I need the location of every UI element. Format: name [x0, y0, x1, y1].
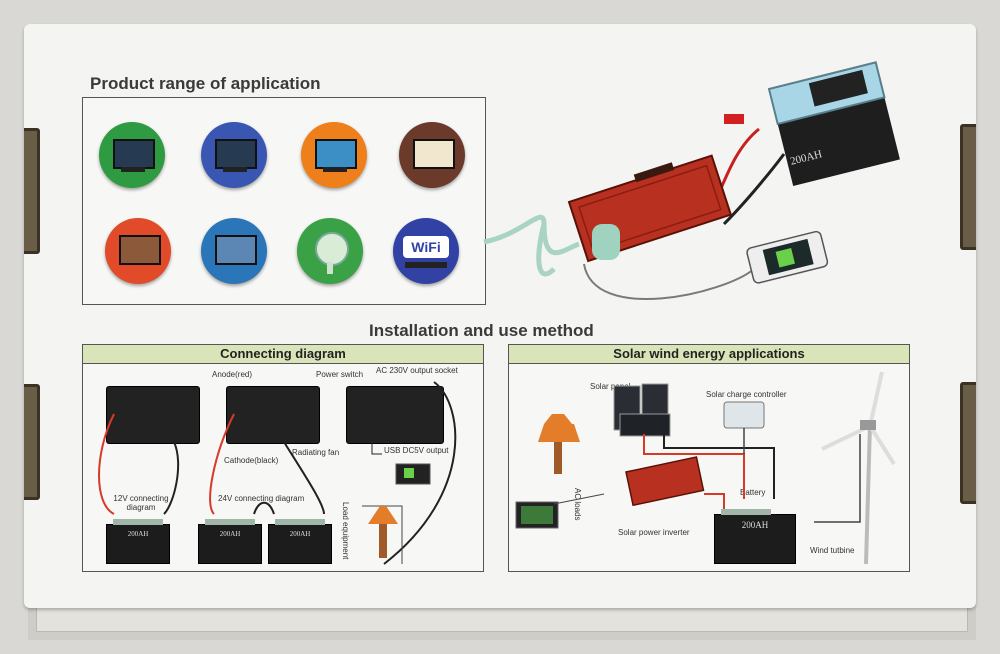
box-slot-left-top	[24, 128, 40, 254]
connecting-wires	[98, 381, 457, 565]
box-slot-right-bottom	[960, 382, 976, 504]
label-charge-controller: Solar charge controller	[706, 390, 787, 399]
label-ac-socket: AC 230V output socket	[376, 366, 458, 375]
battery-12v: 200AH	[106, 519, 170, 564]
label-battery: Battery	[740, 488, 766, 497]
label-24v-diagram: 24V connecting diagram	[218, 494, 305, 503]
installation-title: Installation and use method	[369, 321, 594, 340]
inverter-12v	[106, 386, 200, 444]
box-bottom-edge	[36, 606, 968, 632]
fan-icon	[297, 218, 363, 284]
label-anode: Anode(red)	[212, 370, 253, 379]
label-radiating-fan: Radiating fan	[292, 448, 340, 457]
box-panel: Product range of application WiFi	[24, 24, 976, 608]
product-range-title: Product range of application	[90, 74, 321, 93]
laptop-icon	[201, 122, 267, 188]
battery-24v-a: 200AH	[198, 519, 262, 564]
label-usb-output: USB DC5V output	[384, 446, 449, 455]
label-12v-diagram: 12V connecting diagram	[113, 494, 169, 512]
lamp-icon	[399, 122, 465, 188]
box-slot-right-top	[960, 124, 976, 250]
label-cathode: Cathode(black)	[224, 456, 279, 465]
label-wind-turbine: Wind tutbine	[810, 546, 855, 555]
tablet-icon	[201, 218, 267, 284]
solar-wind-header: Solar wind energy applications	[508, 344, 910, 364]
tv-icon	[301, 122, 367, 188]
product-icons-frame: WiFi	[82, 97, 486, 305]
solar-battery: 200AH	[714, 509, 796, 564]
label-inverter: Solar power inverter	[618, 528, 690, 537]
inverter-outputs	[346, 386, 444, 444]
box-slot-left-bottom	[24, 384, 40, 500]
microwave-icon	[105, 218, 171, 284]
solar-illustration	[515, 371, 896, 565]
label-solar-panel: Solar panel	[590, 382, 631, 391]
hero-illustration	[483, 61, 900, 301]
wifi-router-icon: WiFi	[393, 218, 459, 284]
solar-wind-frame	[508, 344, 910, 572]
inverter-24v	[226, 386, 320, 444]
desktop-computer-icon	[99, 122, 165, 188]
connecting-diagram-header: Connecting diagram	[82, 344, 484, 364]
battery-24v-b: 200AH	[268, 519, 332, 564]
label-power-switch: Power switch	[316, 370, 364, 379]
